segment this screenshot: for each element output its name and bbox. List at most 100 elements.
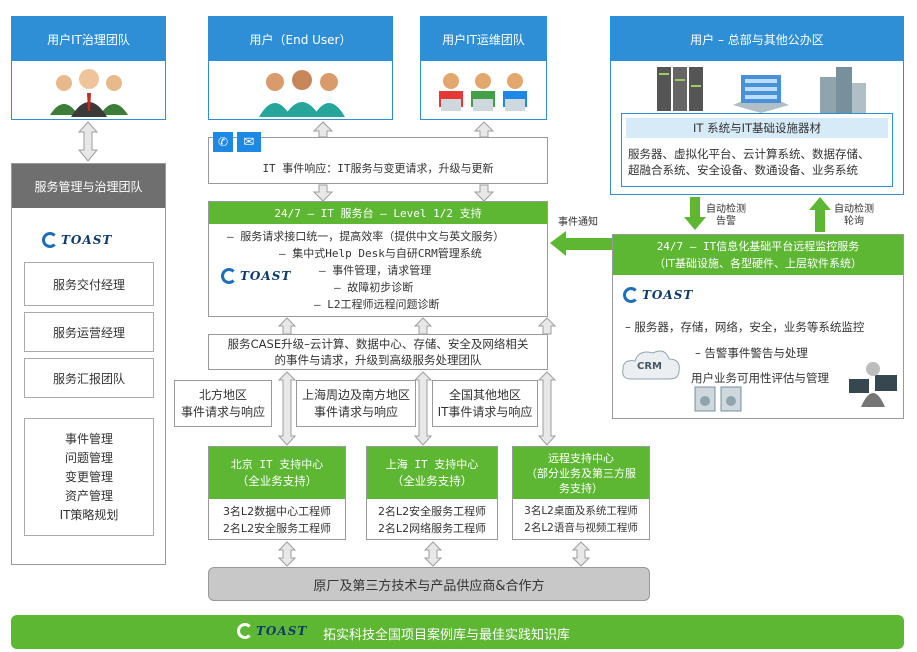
arrow-to-beijing xyxy=(277,371,297,446)
arrow-response-right xyxy=(473,184,495,202)
governance-user-title: 用户IT治理团队 xyxy=(12,17,165,61)
service-desk-item-2: – 集中式Help Desk与自研CRM管理系统 xyxy=(279,247,482,260)
arrow-desk-down-1 xyxy=(277,317,297,335)
phone-icon: ✆ xyxy=(213,132,233,152)
end-user-box: 用户（End User） xyxy=(208,16,393,120)
service-desk-title: 24/7 – IT 服务台 – Level 1/2 支持 xyxy=(209,202,547,224)
arrow-auto-poll xyxy=(809,197,831,232)
it-systems-panel: IT 系统与IT基础设施器材 服务器、虚拟化平台、云计算系统、数据存储、 超融合… xyxy=(621,113,893,187)
beijing-center-scope: （全业务支持） xyxy=(236,474,318,488)
remote-center-header: 远程支持中心 （部分业务及第三方服 务支持） xyxy=(513,447,649,499)
shanghai-staff-1: 2名L2安全服务工程师 xyxy=(377,505,487,518)
ops-user-box: 用户IT运维团队 xyxy=(420,16,547,120)
task-problem: 问题管理 xyxy=(64,450,113,465)
it-systems-line1: 服务器、虚拟化平台、云计算系统、数据存储、 xyxy=(628,147,870,161)
beijing-staff-2: 2名L2安全服务工程师 xyxy=(222,522,332,535)
task-strategy: IT策略规划 xyxy=(59,507,119,522)
server-racks-icon xyxy=(657,67,703,111)
region-other-l1: 全国其他地区 xyxy=(448,387,521,402)
remote-center: 远程支持中心 （部分业务及第三方服 务支持） 3名L2桌面及系统工程师 2名L2… xyxy=(512,446,650,540)
shanghai-center-scope: （全业务支持） xyxy=(391,474,473,488)
server-disk-icon xyxy=(694,386,742,412)
service-desk-item-5: – L2工程师远程问题诊断 xyxy=(314,298,440,311)
escalation-box: 服务CASE升级–云计算、数据中心、存储、安全及网络相关 的事件与请求，升级到高… xyxy=(208,334,548,370)
toast-logo-governance: TOAST xyxy=(42,232,112,248)
it-systems-line2: 超融合系统、安全设备、数通设备、业务系统 xyxy=(628,163,858,177)
region-shanghai-l1: 上海周边及南方地区 xyxy=(301,387,410,402)
arrow-response-left xyxy=(312,184,334,202)
arrow-auto-alarm xyxy=(684,197,706,230)
arrow-shanghai-vendors xyxy=(423,541,443,567)
region-other-l2: IT事件请求与响应 xyxy=(437,404,533,419)
role-service-reporting: 服务汇报团队 xyxy=(24,358,154,398)
shanghai-staff-2: 2名L2网络服务工程师 xyxy=(377,522,487,535)
crm-label: CRM xyxy=(637,361,662,372)
service-desk-item-3: – 事件管理，请求管理 xyxy=(319,264,432,277)
monitor-title-2: （IT基础设施、各型硬件、上层软件系统） xyxy=(654,257,862,270)
ops-user-title: 用户IT运维团队 xyxy=(421,17,546,61)
end-user-title: 用户（End User） xyxy=(209,17,392,61)
arrow-event-notify xyxy=(550,231,612,256)
task-asset: 资产管理 xyxy=(64,488,113,503)
hq-user-box: 用户 – 总部与其他公办区 IT 系统与IT基础设施器材 服务器、虚拟化平台、云… xyxy=(610,16,904,195)
beijing-center: 北京 IT 支持中心 （全业务支持） 3名L2数据中心工程师 2名L2安全服务工… xyxy=(208,446,346,540)
beijing-staff-1: 3名L2数据中心工程师 xyxy=(222,505,332,518)
governance-user-box: 用户IT治理团队 xyxy=(11,16,166,120)
shanghai-center: 上海 IT 支持中心 （全业务支持） 2名L2安全服务工程师 2名L2网络服务工… xyxy=(366,446,498,540)
remote-center-staff: 3名L2桌面及系统工程师 2名L2语音与视频工程师 xyxy=(513,501,649,539)
governance-tasks: 事件管理 问题管理 变更管理 资产管理 IT策略规划 xyxy=(24,418,154,536)
auto-detect-poll-line1: 自动检测 xyxy=(834,204,874,215)
governance-panel: 服务管理与治理团队 TOAST 服务交付经理 服务运营经理 服务汇报团队 事件管… xyxy=(11,163,166,565)
auto-detect-alarm-line1: 自动检测 xyxy=(706,204,746,215)
region-north: 北方地区 事件请求与响应 xyxy=(174,380,272,427)
event-notify-label: 事件通知 xyxy=(558,217,598,228)
arrow-remote-vendors xyxy=(571,541,591,567)
monitoring-engineer-icon xyxy=(849,362,897,407)
region-north-l2: 事件请求与响应 xyxy=(180,404,265,419)
escalation-line2: 的事件与请求，升级到高级服务处理团队 xyxy=(274,353,482,367)
beijing-center-title: 北京 IT 支持中心 xyxy=(230,458,324,471)
region-shanghai-south: 上海周边及南方地区 事件请求与响应 xyxy=(296,380,416,427)
monitor-box: 24/7 – IT信息化基础平台远程监控服务 （IT基础设施、各型硬件、上层软件… xyxy=(612,234,904,419)
end-users-icon xyxy=(259,70,345,117)
event-response-box: ✆ ✉ IT 事件响应：IT服务与变更请求，升级与更新 xyxy=(208,132,548,184)
crm-cloud-icon xyxy=(622,350,680,380)
service-desk-item-1: – 服务请求接口统一，提高效率（提供中文与英文服务） xyxy=(227,230,505,243)
shanghai-center-title: 上海 IT 支持中心 xyxy=(385,458,479,471)
arrow-to-shanghai xyxy=(413,371,433,446)
knowledge-base-text: 拓实科技全国项目案例库与最佳实践知识库 xyxy=(323,628,571,643)
region-north-l1: 北方地区 xyxy=(198,387,247,402)
arrow-desk-down-2 xyxy=(413,317,433,335)
arrow-ops-up xyxy=(473,121,495,138)
user-group-icon xyxy=(50,69,128,117)
remote-center-scope-1: （部分业务及第三方服 xyxy=(526,466,636,480)
auto-detect-poll-label: 自动检测 轮询 xyxy=(834,204,874,228)
arrow-beijing-vendors xyxy=(277,541,297,567)
auto-detect-alarm-line2: 告警 xyxy=(716,216,736,227)
role-service-operations: 服务运营经理 xyxy=(24,312,154,352)
arrow-governance xyxy=(77,121,99,162)
hq-user-title: 用户 – 总部与其他公办区 xyxy=(611,17,903,61)
auto-detect-poll-line2: 轮询 xyxy=(844,216,864,227)
monitor-item-2: – 告警事件警告与处理 xyxy=(695,346,808,360)
remote-center-title: 远程支持中心 xyxy=(548,451,614,465)
toast-logo: TOAST xyxy=(221,268,291,284)
event-response-text: IT 事件响应：IT服务与变更请求，升级与更新 xyxy=(262,162,494,175)
arrow-enduser-up xyxy=(312,121,334,138)
monitor-title-1: 24/7 – IT信息化基础平台远程监控服务 xyxy=(656,240,860,253)
shanghai-center-header: 上海 IT 支持中心 （全业务支持） xyxy=(367,447,497,499)
region-other: 全国其他地区 IT事件请求与响应 xyxy=(432,380,538,427)
auto-detect-alarm-label: 自动检测 告警 xyxy=(706,204,746,228)
remote-staff-2: 2名L2语音与视频工程师 xyxy=(524,522,638,534)
vendors-bar: 原厂及第三方技术与产品供应商&合作方 xyxy=(208,567,650,601)
beijing-center-staff: 3名L2数据中心工程师 2名L2安全服务工程师 xyxy=(209,501,345,539)
knowledge-base-bar: TOAST 拓实科技全国项目案例库与最佳实践知识库 xyxy=(11,615,904,649)
remote-staff-1: 3名L2桌面及系统工程师 xyxy=(524,505,638,517)
toast-logo-footer: TOAST xyxy=(237,623,307,639)
arrow-to-remote xyxy=(537,371,557,446)
toast-logo-monitor: TOAST xyxy=(623,287,693,303)
monitor-header: 24/7 – IT信息化基础平台远程监控服务 （IT基础设施、各型硬件、上层软件… xyxy=(613,235,903,275)
datacenter-building-icon xyxy=(733,75,789,113)
escalation-line1: 服务CASE升级–云计算、数据中心、存储、安全及网络相关 xyxy=(227,337,529,351)
